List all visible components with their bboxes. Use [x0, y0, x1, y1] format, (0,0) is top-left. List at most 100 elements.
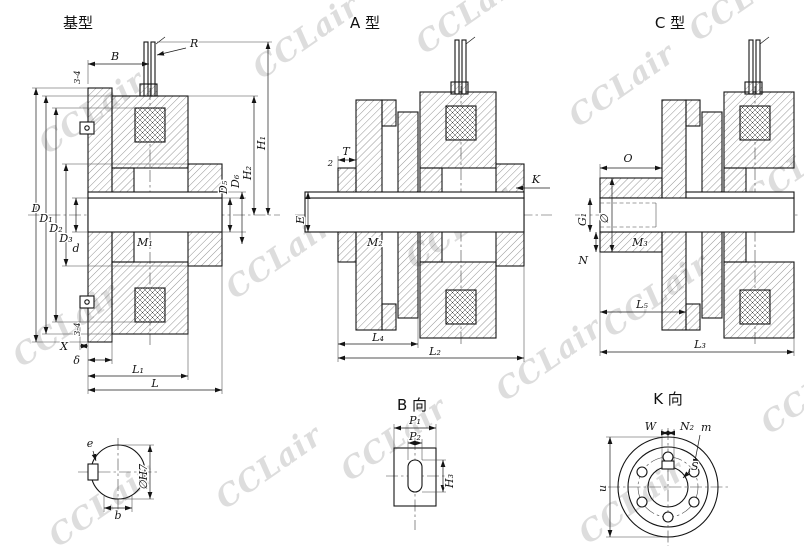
label-T: T	[342, 145, 351, 158]
label-X: X	[59, 340, 69, 353]
coil-winding-bottom	[134, 287, 166, 323]
keyway-slot	[661, 460, 675, 470]
label-D2: D₂	[48, 222, 62, 235]
label-D3: D₃	[58, 232, 72, 245]
dimension-lines	[104, 445, 153, 511]
label-R: R	[189, 37, 198, 50]
label-D1: D₁	[38, 212, 52, 225]
label-L2: L₂	[428, 345, 441, 358]
label-S: S	[691, 460, 699, 473]
keyway	[685, 191, 795, 199]
watermark-text: CCLair	[210, 418, 331, 517]
label-K-view-arrow: K	[531, 173, 541, 186]
view-c: C 型	[575, 14, 800, 356]
label-M3: M₃	[631, 236, 648, 249]
view-base-title: 基型	[63, 14, 93, 32]
dimension-lines	[607, 430, 701, 537]
label-L4: L₄	[371, 331, 384, 344]
label-H2: H₂	[241, 166, 254, 181]
label-L5: L₅	[635, 298, 648, 311]
coil-winding-top	[445, 105, 477, 141]
label-N: N	[577, 254, 588, 267]
label-holes-bottom: 3-4	[73, 322, 83, 336]
label-delta: δ	[73, 354, 80, 367]
label-P1: P₁	[408, 414, 421, 427]
label-m: m	[701, 421, 711, 434]
label-H3: H₃	[443, 474, 456, 489]
label-holes-top: 3-4	[73, 70, 83, 84]
label-L: L	[150, 377, 158, 390]
label-L1: L₁	[131, 363, 144, 376]
flange-rim-bottom	[381, 303, 397, 331]
brush-holder	[139, 83, 158, 97]
dimension-lines	[33, 42, 271, 393]
bolt-hole	[662, 511, 674, 523]
dimension-lines	[587, 165, 794, 355]
sleeve-top	[599, 177, 663, 199]
brush-holder	[450, 81, 469, 95]
dimension-lines	[394, 425, 446, 492]
terminal-block-outline	[393, 447, 437, 507]
view-b: B 向 P₁ P₂ H₃	[386, 396, 457, 530]
label-M2: M₂	[366, 236, 383, 249]
watermark-text: CCLair	[755, 343, 804, 442]
shaft-bore	[87, 197, 223, 233]
dimension-lines	[305, 157, 550, 361]
watermark-text: CCLair	[247, 0, 368, 87]
leader-m	[692, 434, 701, 467]
bolt-top	[79, 121, 95, 135]
view-k: K 向 W N₂ m u S	[595, 390, 730, 546]
lead-wire	[155, 36, 166, 45]
watermark-text: CCLair	[490, 310, 611, 409]
brush-holder	[744, 81, 763, 95]
keyway	[87, 191, 223, 199]
view-a: A 型	[293, 14, 552, 362]
view-b-title: B 向	[397, 396, 427, 414]
label-M1: M₁	[136, 236, 153, 249]
leader-S	[682, 470, 691, 479]
label-u: u	[596, 485, 609, 492]
view-bore-detail: e ∅H7 b	[78, 436, 158, 523]
bolt-hole	[636, 466, 648, 478]
watermark-text: CCLair	[410, 0, 531, 62]
bolt-hole-bottom	[84, 299, 90, 305]
leader-e	[91, 450, 97, 462]
view-c-title: C 型	[655, 14, 685, 32]
coil-winding-top	[134, 107, 166, 143]
view-a-title: A 型	[350, 14, 380, 32]
coil-winding-bottom	[739, 289, 771, 325]
label-phi: ∅	[598, 214, 611, 224]
bolt-hole	[636, 496, 648, 508]
shaft-bore	[599, 197, 795, 233]
extension-lines	[103, 444, 154, 512]
label-b: b	[114, 509, 121, 522]
label-H1: H₁	[255, 136, 268, 151]
bolt-hole-top	[84, 125, 90, 131]
label-E: E	[294, 216, 307, 225]
label-G1: G₁	[576, 213, 589, 226]
label-D6: D₆	[229, 174, 242, 189]
label-P2: P₂	[408, 430, 421, 443]
sleeve-bottom	[599, 231, 663, 253]
bolt-hole	[688, 496, 700, 508]
label-B: B	[110, 50, 119, 63]
shaft-bore	[304, 197, 525, 233]
coil-winding-bottom	[445, 289, 477, 325]
view-k-title: K 向	[653, 390, 683, 408]
label-e: e	[87, 437, 94, 450]
label-D: D	[31, 202, 41, 215]
lead-wire	[465, 36, 476, 45]
keyway-slot	[87, 463, 99, 481]
coil-winding-top	[739, 105, 771, 141]
terminal-slot	[407, 459, 423, 493]
label-O: O	[623, 152, 632, 165]
flange-outer-circle	[617, 436, 719, 538]
pilot-boss-bottom	[337, 231, 357, 263]
label-N2: N₂	[679, 420, 694, 433]
bolt-bottom	[79, 295, 95, 309]
flange-rim-top	[381, 99, 397, 127]
flange-rim-bottom	[685, 303, 701, 331]
label-W: W	[645, 420, 658, 433]
flange-inner-circle	[627, 446, 709, 528]
